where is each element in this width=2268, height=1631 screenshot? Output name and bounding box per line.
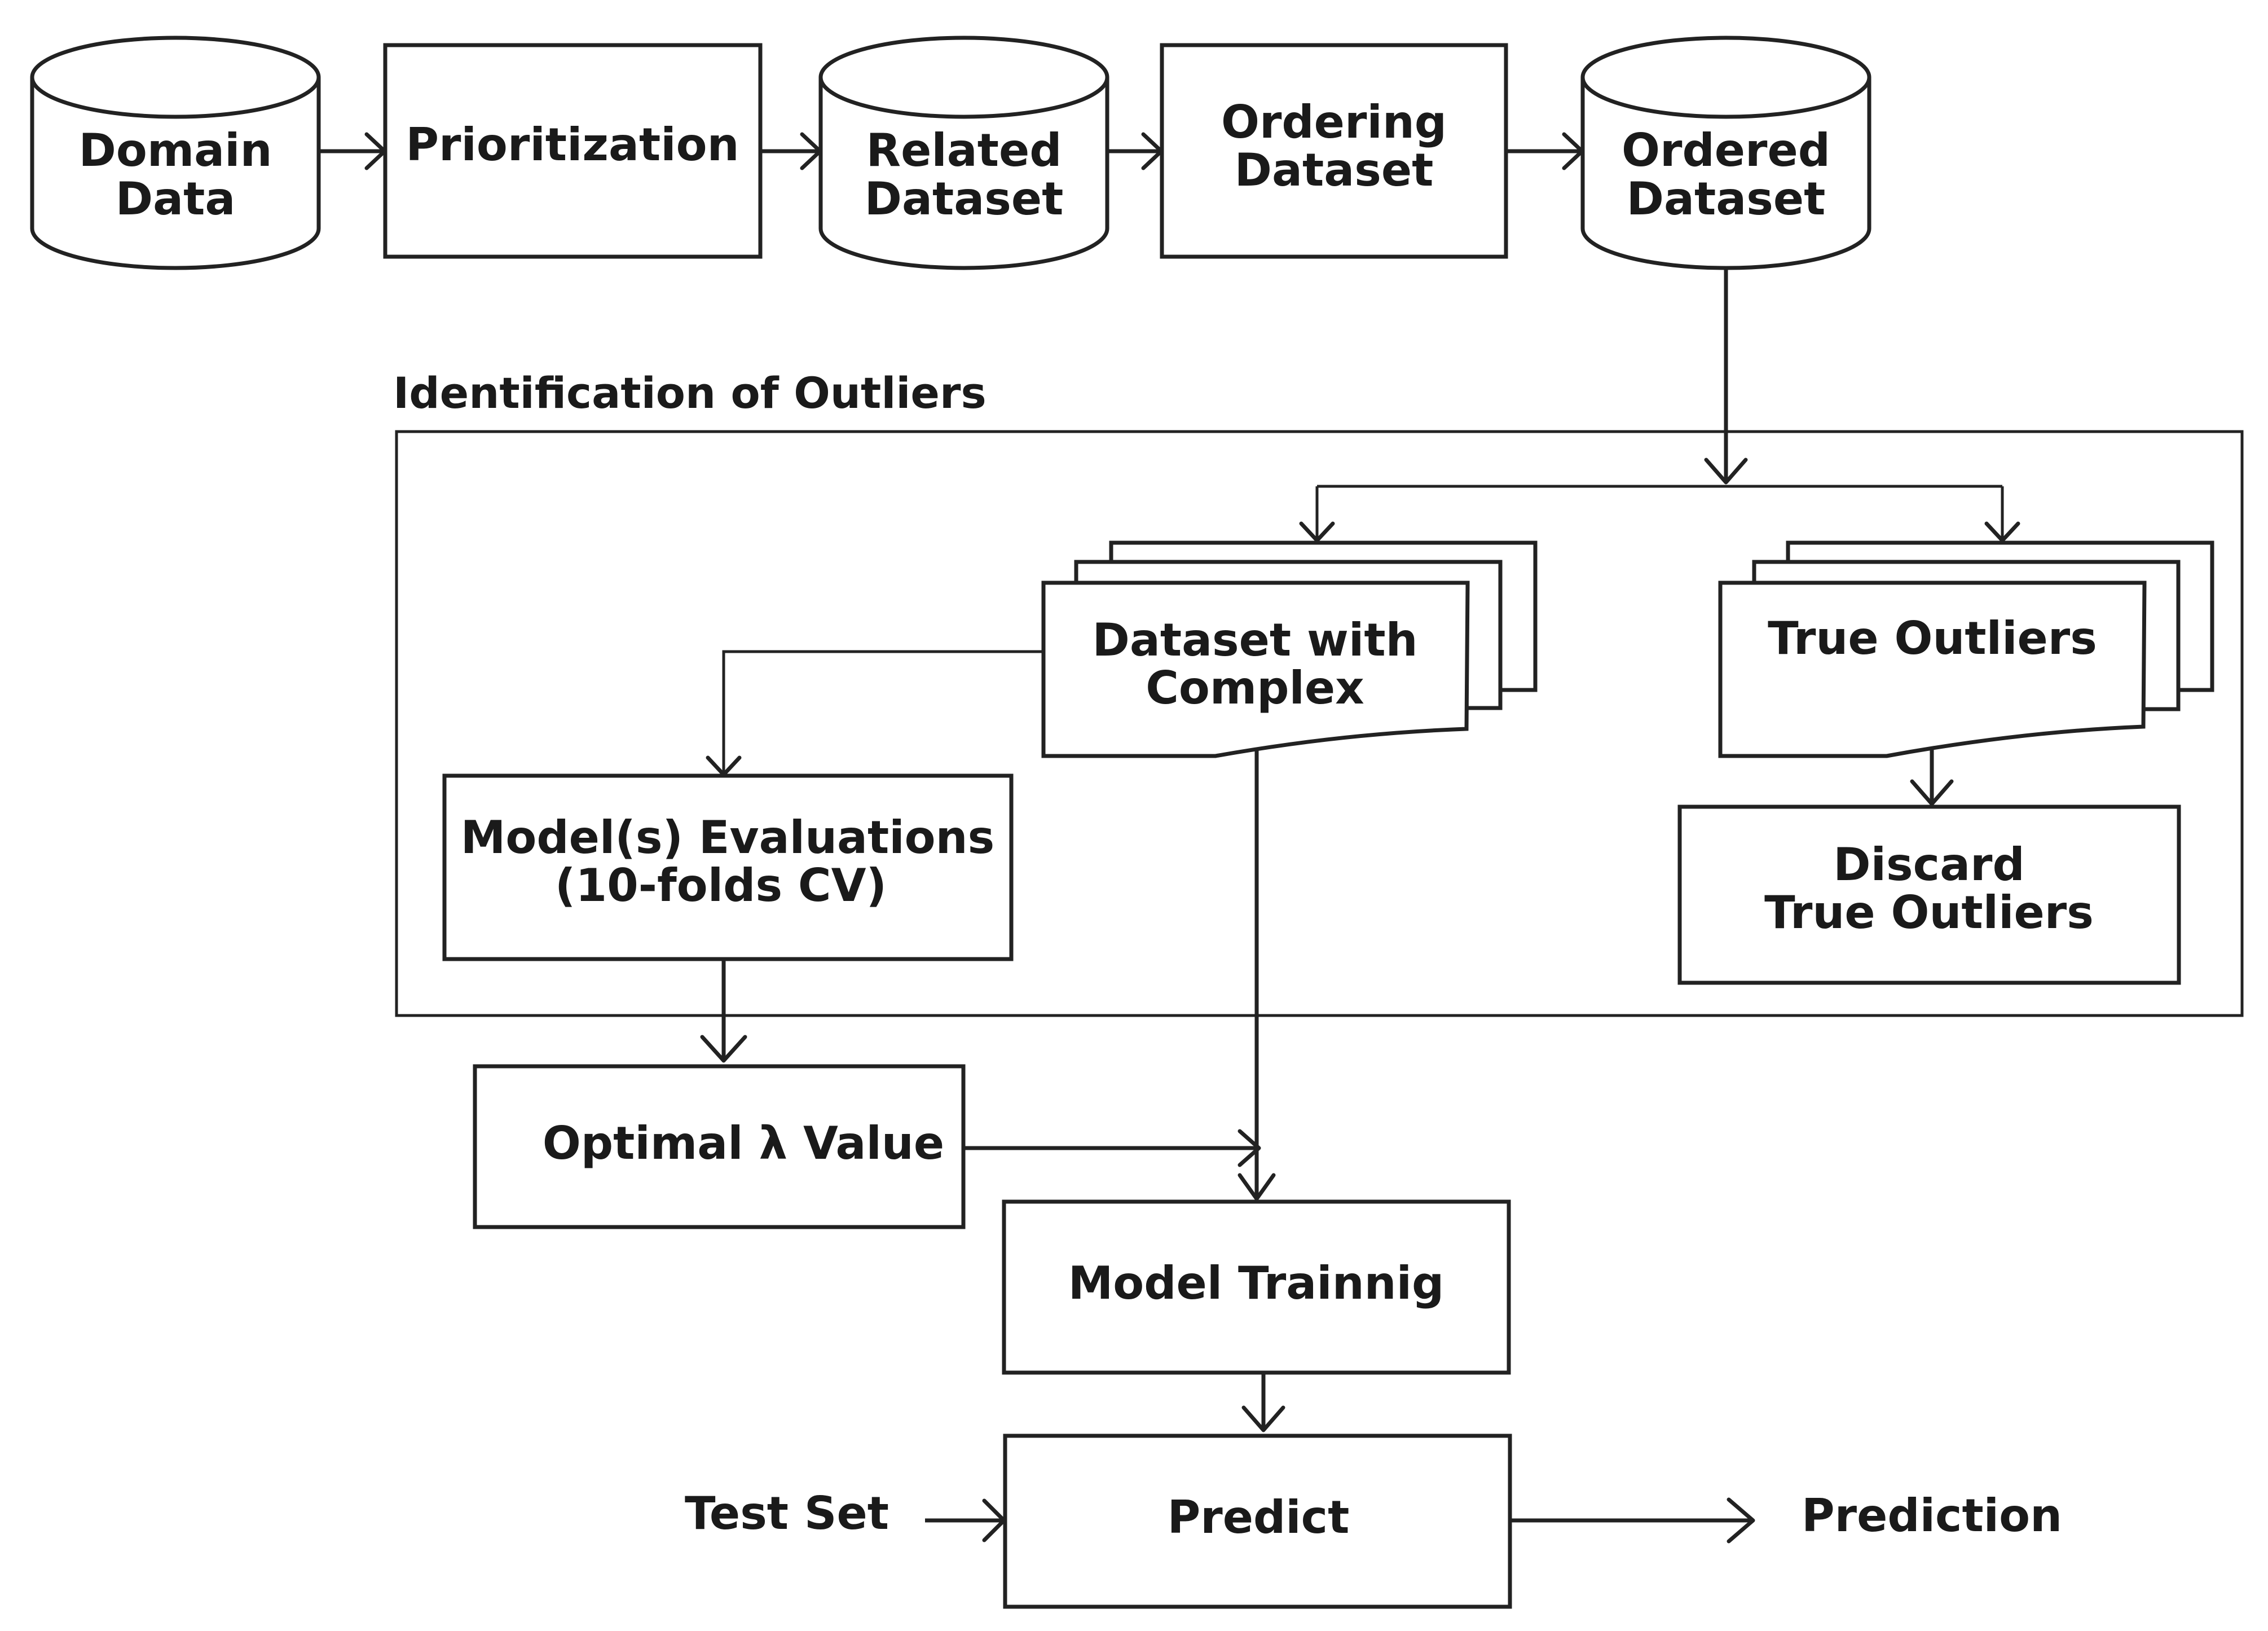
node-ordering-dataset: Ordering Dataset	[1160, 43, 1508, 259]
node-related-dataset-line1: Related	[866, 124, 1062, 177]
arrow-related-to-ordering	[1107, 132, 1164, 170]
node-domain-data: Domain Data	[30, 36, 321, 270]
node-predict: Predict	[1003, 1434, 1512, 1609]
arrow-training-to-predict	[1241, 1373, 1285, 1432]
arrow-domain-to-prioritization	[319, 132, 387, 170]
node-model-evaluations-line2: (10-folds CV)	[555, 859, 887, 912]
node-model-evaluations: Model(s) Evaluations (10-folds CV)	[442, 773, 1014, 961]
arrow-ordered-to-split	[1704, 268, 1748, 485]
node-dataset-with-complex: Dataset with Complex	[1041, 540, 1538, 758]
node-model-evaluations-line1: Model(s) Evaluations	[461, 811, 994, 864]
node-ordering-dataset-line2: Dataset	[1235, 144, 1434, 196]
node-domain-data-line2: Data	[116, 173, 236, 225]
arrow-test-set-to-predict	[925, 1498, 1006, 1542]
group-identification-label: Identification of Outliers	[393, 368, 987, 418]
node-discard-line1: Discard	[1833, 838, 2025, 891]
node-ordered-dataset-line2: Dataset	[1627, 173, 1826, 225]
arrow-evaluations-to-optimal-lambda	[700, 959, 747, 1063]
node-ordering-dataset-line1: Ordering	[1221, 96, 1447, 148]
node-model-training-label: Model Trainnig	[1068, 1257, 1445, 1309]
node-discard-true-outliers: Discard True Outliers	[1677, 804, 2181, 985]
node-true-outliers-label: True Outliers	[1768, 612, 2097, 665]
group-identification-of-outliers: Identification of Outliers	[393, 368, 2244, 1017]
label-test-set: Test Set	[685, 1487, 889, 1540]
node-optimal-lambda: Optimal λ Value	[473, 1064, 966, 1229]
node-domain-data-line1: Domain	[78, 124, 272, 177]
node-model-training: Model Trainnig	[1002, 1199, 1511, 1375]
node-true-outliers: True Outliers	[1718, 540, 2214, 758]
node-discard-line2: True Outliers	[1764, 886, 2094, 939]
node-prioritization: Prioritization	[383, 43, 763, 259]
node-ordered-dataset: Ordered Dataset	[1580, 36, 1871, 270]
arrow-lambda-to-model-training	[963, 1129, 1261, 1167]
node-optimal-lambda-label: Optimal λ Value	[543, 1117, 944, 1170]
node-related-dataset-line2: Dataset	[865, 173, 1064, 225]
connector-split-branches	[1299, 485, 2020, 543]
node-dataset-with-complex-line2: Complex	[1146, 662, 1364, 714]
node-prioritization-label: Prioritization	[406, 118, 739, 171]
arrow-prioritization-to-related	[760, 132, 822, 170]
arrow-true-outliers-to-discard	[1910, 748, 1954, 806]
arrow-dataset-to-model-training	[1238, 750, 1276, 1201]
node-dataset-with-complex-line1: Dataset with	[1092, 614, 1417, 666]
arrow-dataset-to-model-evaluations	[706, 650, 1043, 777]
label-prediction: Prediction	[1802, 1489, 2062, 1542]
node-predict-label: Predict	[1168, 1491, 1350, 1544]
arrow-ordering-to-ordered	[1506, 132, 1584, 170]
arrow-predict-to-prediction	[1510, 1497, 1755, 1544]
node-related-dataset: Related Dataset	[818, 36, 1109, 270]
node-ordered-dataset-line1: Ordered	[1622, 124, 1830, 177]
